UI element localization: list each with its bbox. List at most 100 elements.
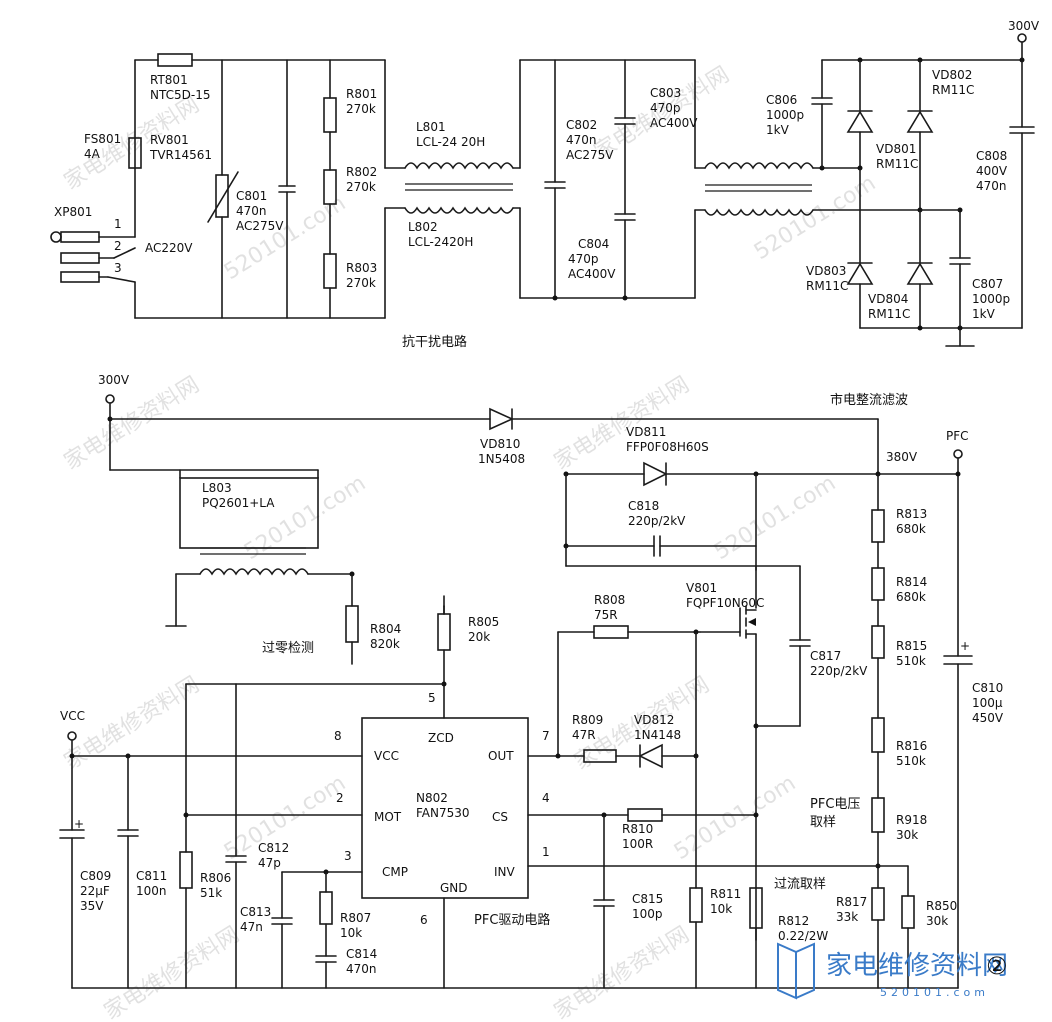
component-value: 10k bbox=[710, 902, 732, 916]
component-ref: VD812 bbox=[634, 713, 674, 727]
component-ref: L803 bbox=[202, 481, 232, 495]
ic-pin-cs: CS bbox=[492, 810, 508, 824]
watermark-cn: 家电维修资料网 bbox=[550, 922, 694, 1022]
component-ref: VD801 bbox=[876, 142, 916, 156]
ic-pin-out: OUT bbox=[488, 749, 514, 763]
net-label-vcc: VCC bbox=[60, 709, 85, 723]
component-value: LCL-24 20H bbox=[416, 135, 485, 149]
component-value: AC400V bbox=[650, 116, 698, 130]
ic-pin-zcd: ZCD bbox=[428, 731, 454, 745]
diode-vd811 bbox=[643, 461, 668, 487]
pfc-controller-section: ZCD VCC MOT CMP GND OUT CS INV N802 FAN7… bbox=[59, 573, 959, 989]
component-value: AC275V bbox=[236, 219, 284, 233]
component-ref: VD811 bbox=[626, 425, 666, 439]
watermark-url: 520101.com bbox=[710, 471, 840, 565]
component-ref: C806 bbox=[766, 93, 797, 107]
component-ref: L801 bbox=[416, 120, 446, 134]
component-value: 47p bbox=[258, 856, 281, 870]
section-label-pfc-sample: 取样 bbox=[810, 815, 836, 830]
pin-number: 3 bbox=[344, 849, 352, 863]
section-label-ocs: 过流取样 bbox=[774, 877, 826, 892]
component-ref: C808 bbox=[976, 149, 1007, 163]
component-ref: R806 bbox=[200, 871, 231, 885]
component-value: 47n bbox=[240, 920, 263, 934]
component-ref: V801 bbox=[686, 581, 717, 595]
component-ref: C803 bbox=[650, 86, 681, 100]
figure-number: ② bbox=[986, 952, 1008, 980]
component-ref: C812 bbox=[258, 841, 289, 855]
net-label-300v: 300V bbox=[1008, 19, 1040, 33]
logo-text: 家电维修资料网 bbox=[826, 951, 1008, 981]
diode-vd812 bbox=[638, 743, 663, 769]
component-ref: R803 bbox=[346, 261, 377, 275]
component-value: 35V bbox=[80, 899, 104, 913]
component-ref: R814 bbox=[896, 575, 927, 589]
component-value: RM11C bbox=[932, 83, 974, 97]
diode-vd803 bbox=[846, 262, 874, 285]
component-value: 22μF bbox=[80, 884, 110, 898]
component-value: 270k bbox=[346, 102, 376, 116]
diode-vd804 bbox=[906, 262, 934, 285]
net-label-pfc: PFC bbox=[946, 429, 969, 443]
component-ref: VD803 bbox=[806, 264, 846, 278]
pin-number: 1 bbox=[114, 217, 122, 231]
component-value: LCL-2420H bbox=[408, 235, 473, 249]
component-ref: VD810 bbox=[480, 437, 520, 451]
watermark-cn: 家电维修资料网 bbox=[100, 922, 244, 1022]
resistor-r810 bbox=[627, 808, 663, 822]
component-ref: C804 bbox=[578, 237, 609, 251]
component-value: 1N5408 bbox=[478, 452, 525, 466]
component-ref: C813 bbox=[240, 905, 271, 919]
watermark-url: 520101.com bbox=[670, 771, 800, 865]
component-value: 33k bbox=[836, 910, 858, 924]
component-value: 470n bbox=[346, 962, 377, 976]
logo-book-icon bbox=[777, 942, 797, 1000]
component-value: 470n bbox=[236, 204, 267, 218]
ic-ref: N802 bbox=[416, 791, 448, 805]
polarity-plus-icon: + bbox=[74, 817, 84, 831]
component-ref: R850 bbox=[926, 899, 957, 913]
polarity-plus-icon: + bbox=[960, 639, 970, 653]
component-value: 30k bbox=[896, 828, 918, 842]
component-value: 30k bbox=[926, 914, 948, 928]
resistor-r807 bbox=[319, 891, 333, 925]
component-value: 1N4148 bbox=[634, 728, 681, 742]
pin-number: 7 bbox=[542, 729, 550, 743]
component-ref: C807 bbox=[972, 277, 1003, 291]
component-ref: R812 bbox=[778, 914, 809, 928]
component-value: 400V bbox=[976, 164, 1008, 178]
pin-number: 6 bbox=[420, 913, 428, 927]
component-value: 4A bbox=[84, 147, 101, 161]
component-value: RM11C bbox=[868, 307, 910, 321]
component-ref: C814 bbox=[346, 947, 377, 961]
ic-pin-mot: MOT bbox=[374, 810, 402, 824]
component-value: 100μ bbox=[972, 696, 1003, 710]
pin-number: 3 bbox=[114, 261, 122, 275]
resistor-r804 bbox=[345, 605, 359, 643]
component-value: 51k bbox=[200, 886, 222, 900]
component-value: 510k bbox=[896, 654, 926, 668]
section-label-pfc-sample: PFC电压 bbox=[810, 797, 860, 812]
ic-part: FAN7530 bbox=[416, 806, 470, 820]
component-ref: C815 bbox=[632, 892, 663, 906]
section-title-pfc: PFC驱动电路 bbox=[474, 912, 550, 928]
component-value: 470p bbox=[650, 101, 681, 115]
component-value: RM11C bbox=[876, 157, 918, 171]
diode-vd802 bbox=[906, 110, 934, 133]
component-value: 47R bbox=[572, 728, 596, 742]
inductor-choke bbox=[704, 162, 814, 170]
pin-number: 2 bbox=[114, 239, 122, 253]
net-label-ac220: AC220V bbox=[145, 241, 193, 255]
component-ref: R801 bbox=[346, 87, 377, 101]
component-ref: R804 bbox=[370, 622, 401, 636]
section-label-zcd: 过零检测 bbox=[262, 641, 314, 656]
component-ref: C817 bbox=[810, 649, 841, 663]
component-value: 270k bbox=[346, 180, 376, 194]
component-value: FFP0F08H60S bbox=[626, 440, 709, 454]
component-value: 510k bbox=[896, 754, 926, 768]
component-value: 820k bbox=[370, 637, 400, 651]
inductor-l801 bbox=[404, 162, 514, 170]
component-value: 270k bbox=[346, 276, 376, 290]
component-value: PQ2601+LA bbox=[202, 496, 275, 510]
